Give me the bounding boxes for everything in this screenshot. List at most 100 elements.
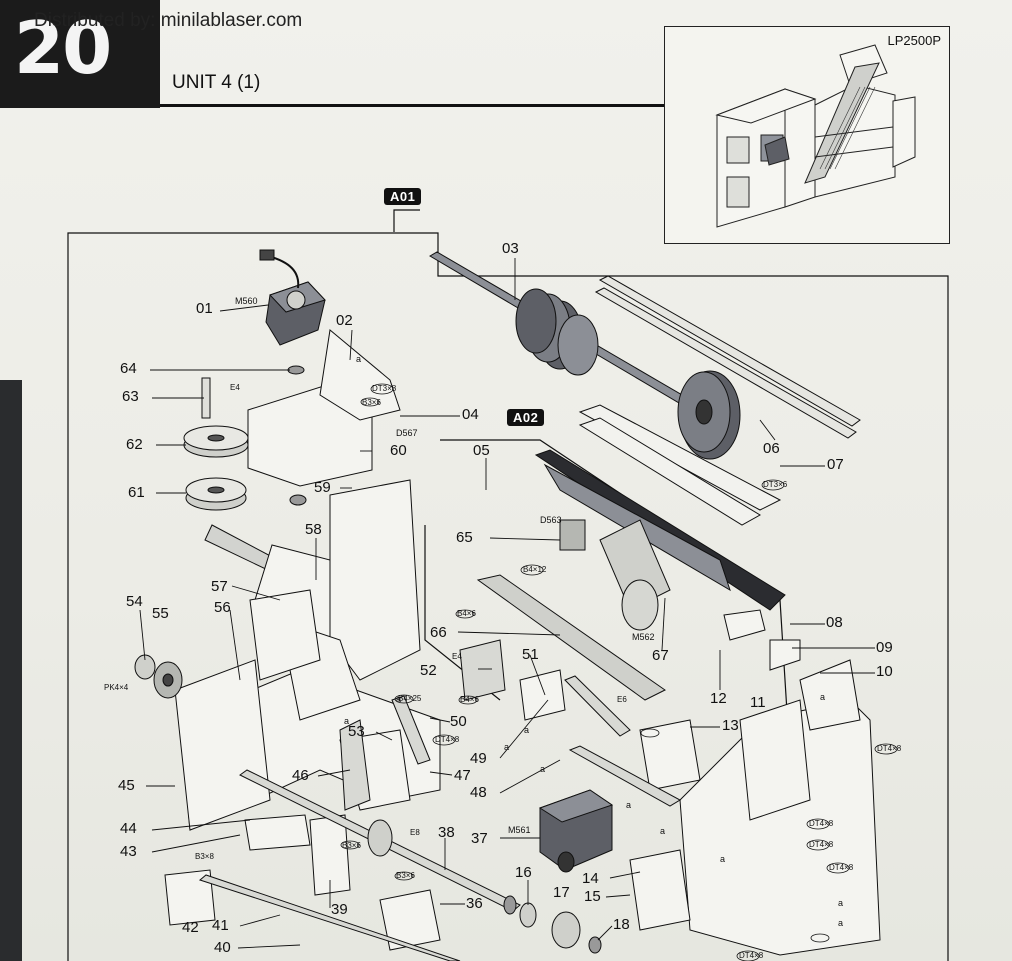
ref-letter: a [344, 716, 350, 726]
screw-label: B3×6 [362, 398, 381, 407]
screw-label: DT4×8 [809, 840, 834, 849]
screw-label: DT4×8 [829, 863, 854, 872]
ref-letter: a [396, 694, 402, 704]
ref-letter: a [838, 898, 844, 908]
distributor-text: Distributed by: minilablaser.com [34, 10, 303, 31]
part-callout-13: 13 [722, 717, 739, 734]
part-callout-07: 07 [827, 456, 844, 473]
ref-letter: a [720, 854, 726, 864]
ref-letter: a [356, 354, 362, 364]
screw-label: DT4×8 [435, 735, 460, 744]
part-callout-17: 17 [553, 884, 570, 901]
machine-inset: LP2500P [664, 26, 950, 244]
part-callout-60: 60 [390, 442, 407, 459]
part-callout-06: 06 [763, 440, 780, 457]
screw-label: B3×6 [342, 841, 361, 850]
part-callout-39: 39 [331, 901, 348, 918]
part-callout-04: 04 [462, 406, 479, 423]
part-callout-03: 03 [502, 240, 519, 257]
part-callout-41: 41 [212, 917, 229, 934]
part-callout-11: 11 [750, 694, 766, 711]
part-callout-50: 50 [450, 713, 467, 730]
unit-title: UNIT 4 (1) [172, 72, 261, 93]
part-callout-38: 38 [438, 824, 455, 841]
part-callout-58: 58 [305, 521, 322, 538]
part-callout-53: 53 [348, 723, 365, 740]
part-callout-42: 42 [182, 919, 199, 936]
ref-letter: a [524, 725, 530, 735]
motor-label-m562: M562 [632, 632, 655, 642]
ref-letter: a [504, 742, 510, 752]
screw-label: E6 [617, 695, 627, 704]
screw-label: B3×8 [195, 852, 214, 861]
screw-label: E4 [452, 652, 462, 661]
screw-label: DT3×8 [372, 384, 397, 393]
screw-label: E4 [230, 383, 240, 392]
screw-label: DT4×8 [809, 819, 834, 828]
part-callout-44: 44 [120, 820, 137, 837]
part-callout-05: 05 [473, 442, 490, 459]
screw-label: B4×12 [523, 565, 547, 574]
ref-letter: a [838, 918, 844, 928]
part-callout-47: 47 [454, 767, 471, 784]
part-callout-55: 55 [152, 605, 169, 622]
part-callout-18: 18 [613, 916, 630, 933]
part-callout-01: 01 [196, 300, 213, 317]
sensor-label-d563: D563 [540, 515, 562, 525]
screw-label: PK4×4 [104, 683, 129, 692]
part-callout-57: 57 [211, 578, 228, 595]
ref-letter: a [820, 692, 826, 702]
part-callout-10: 10 [876, 663, 893, 680]
screw-label: B3×6 [396, 871, 415, 880]
screw-label: B4×6 [457, 609, 476, 618]
motor-label-m560: M560 [235, 296, 258, 306]
sensor-label-d567: D567 [396, 428, 418, 438]
part-callout-02: 02 [336, 312, 353, 329]
part-callout-46: 46 [292, 767, 309, 784]
machine-illustration [715, 44, 916, 228]
part-callout-48: 48 [470, 784, 487, 801]
part-callout-65: 65 [456, 529, 473, 546]
part-callout-61: 61 [128, 484, 145, 501]
part-callout-63: 63 [122, 388, 139, 405]
screw-label: B4×25 [398, 694, 422, 703]
part-callout-09: 09 [876, 639, 893, 656]
part-callout-62: 62 [126, 436, 143, 453]
part-callout-43: 43 [120, 843, 137, 860]
part-callout-56: 56 [214, 599, 231, 616]
motor-label-m561: M561 [508, 825, 531, 835]
part-callout-12: 12 [710, 690, 727, 707]
part-callout-67: 67 [652, 647, 669, 664]
part-callout-36: 36 [466, 895, 483, 912]
assembly-tag-a01: A01 [384, 188, 422, 205]
assembly-tag-a02: A02 [507, 409, 545, 426]
part-callout-52: 52 [420, 662, 437, 679]
screw-label: DT4×8 [877, 744, 902, 753]
page-number: 20 [14, 6, 112, 90]
part-callout-37: 37 [471, 830, 488, 847]
part-callout-66: 66 [430, 624, 447, 641]
part-callout-08: 08 [826, 614, 843, 631]
screw-label: DT3×6 [763, 480, 788, 489]
screw-label: E8 [410, 828, 420, 837]
part-callout-54: 54 [126, 593, 143, 610]
ref-letter: a [626, 800, 632, 810]
part-callout-51: 51 [522, 646, 539, 663]
part-callout-64: 64 [120, 360, 137, 377]
header-rule [160, 104, 665, 107]
part-callout-14: 14 [582, 870, 599, 887]
part-callout-49: 49 [470, 750, 487, 767]
screw-label: B4×6 [460, 695, 479, 704]
ref-letter: a [540, 764, 546, 774]
model-label: LP2500P [887, 33, 942, 48]
ref-letter: a [660, 826, 666, 836]
part-callout-40: 40 [214, 939, 231, 956]
part-callout-59: 59 [314, 479, 331, 496]
part-callout-15: 15 [584, 888, 601, 905]
monitor-bezel [0, 380, 22, 961]
part-callout-45: 45 [118, 777, 135, 794]
screw-label: DT4×8 [739, 951, 764, 960]
page-number-block: 20 [0, 0, 160, 108]
part-callout-16: 16 [515, 864, 532, 881]
